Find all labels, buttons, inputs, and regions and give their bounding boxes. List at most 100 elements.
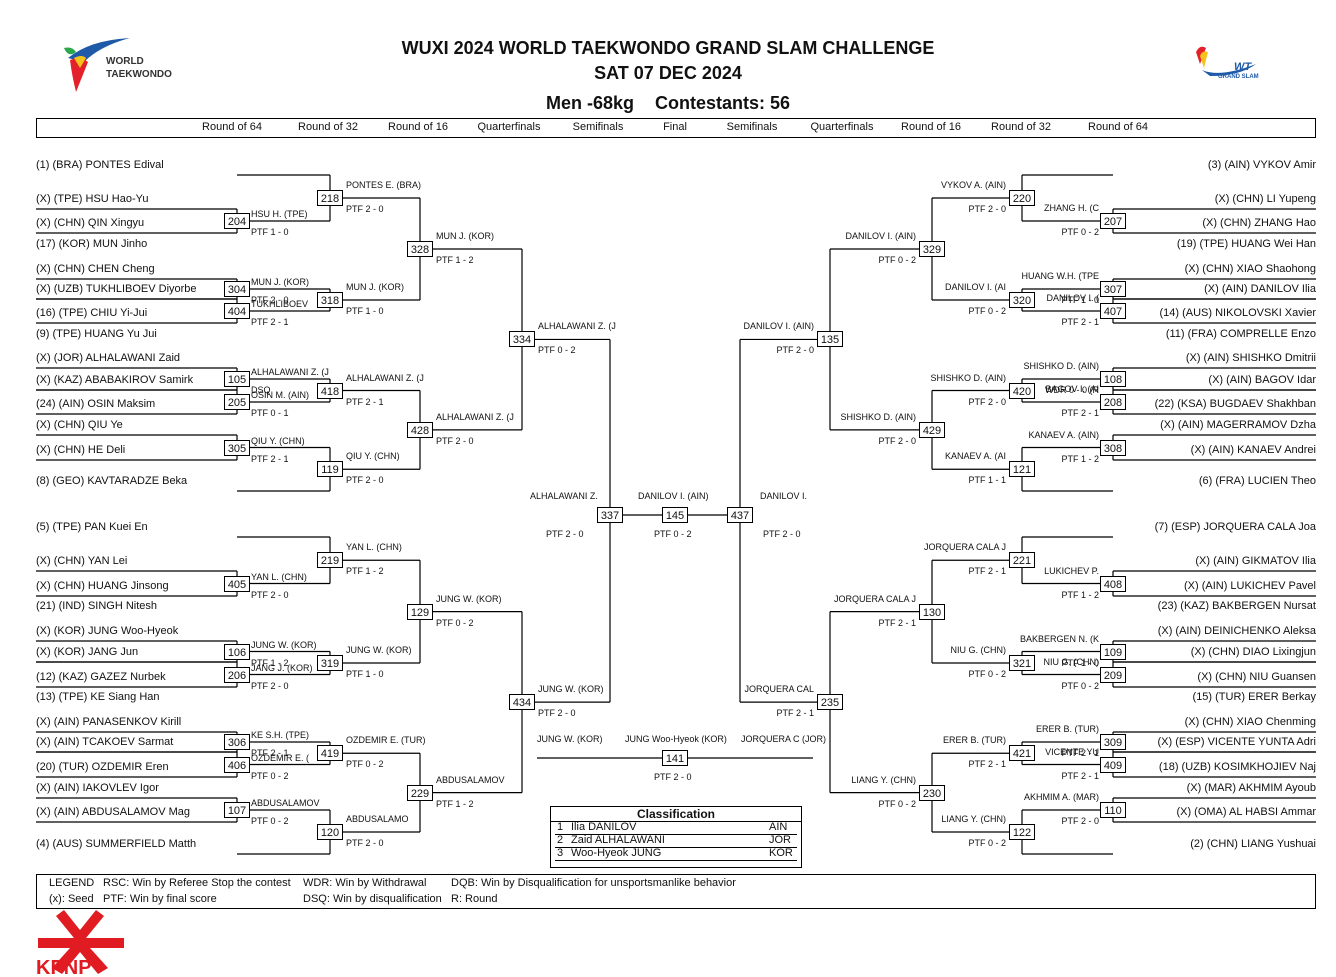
- round-label: Round of 16: [901, 121, 961, 133]
- match-score: WDR 0 - 0 (R: [1045, 385, 1099, 395]
- match-winner: ALHALAWANI Z. (J: [346, 372, 424, 383]
- athlete-name-left: (X) (CHN) CHEN Cheng: [36, 263, 155, 275]
- athlete-name-right: (X) (AIN) LUKICHEV Pavel: [1183, 580, 1316, 592]
- athlete-name-left: (17) (KOR) MUN Jinho: [36, 238, 148, 250]
- match-score: PTF 2 - 1: [251, 453, 289, 464]
- match-number-box: 420: [1009, 382, 1035, 399]
- legend-seed: (x): Seed: [49, 893, 94, 905]
- match-score: PTF 0 - 2: [878, 255, 916, 265]
- bronze-score: PTF 2 - 0: [654, 772, 692, 782]
- match-number-box: 208: [1100, 394, 1126, 410]
- match-score: PTF 2 - 1: [1061, 408, 1099, 418]
- round-label: Final: [663, 121, 687, 133]
- athlete-name-right: (23) (KAZ) BAKBERGEN Nursat: [1157, 600, 1316, 612]
- rank-2-nation: JOR: [769, 834, 791, 846]
- match-number-box: 119: [317, 461, 343, 478]
- athlete-name-right: (X) (AIN) BAGOV Idar: [1208, 374, 1316, 386]
- athlete-name-right: (X) (AIN) SHISHKO Dmitrii: [1185, 352, 1316, 364]
- match-score: PTF 0 - 2: [968, 306, 1006, 316]
- round-label: Semifinals: [726, 121, 778, 133]
- match-score: PTF 0 - 2: [654, 529, 692, 539]
- match-score: PTF 1 - 2: [346, 566, 384, 577]
- round-header-bar: [36, 118, 1316, 138]
- match-number-box: 320: [1009, 292, 1035, 308]
- match-score: PTF 0 - 2: [1061, 680, 1099, 691]
- round-label: Round of 64: [1088, 121, 1148, 133]
- match-number-box: 229: [407, 784, 433, 801]
- athlete-name-right: (X) (AIN) DANILOV Ilia: [1204, 283, 1316, 295]
- world-taekwondo-logo: WORLD TAEKWONDO: [64, 38, 172, 92]
- match-score: PTF 2 - 0: [346, 838, 384, 848]
- rank-1-name: Ilia DANILOV: [571, 821, 637, 833]
- match-number-box: 220: [1009, 190, 1035, 206]
- athlete-name-left: (X) (CHN) HUANG Jinsong: [36, 580, 169, 592]
- athlete-name-left: (12) (KAZ) GAZEZ Nurbek: [36, 671, 166, 683]
- match-score: PTF 2 - 0: [763, 529, 801, 539]
- match-number-box: 429: [919, 421, 945, 438]
- match-number-box: 221: [1009, 552, 1035, 569]
- match-winner: ALHALAWANI Z.: [530, 491, 598, 501]
- match-winner: YAN L. (CHN): [251, 571, 307, 582]
- match-number-box: 109: [1100, 643, 1126, 660]
- athlete-name-left: (X) (AIN) TCAKOEV Sarmat: [36, 736, 174, 748]
- athlete-name-right: (X) (CHN) XIAO Chenming: [1184, 716, 1316, 728]
- athlete-name-left: (X) (KOR) JUNG Woo-Hyeok: [36, 625, 179, 637]
- athlete-name-right: (X) (CHN) ZHANG Hao: [1202, 217, 1316, 229]
- match-winner: MUN J. (KOR): [251, 277, 309, 287]
- athlete-name-right: (X) (AIN) MAGERRAMOV Dzha: [1160, 419, 1316, 431]
- kpnp-text: KPNP: [36, 957, 92, 976]
- match-number-box: 106: [224, 643, 250, 660]
- match-winner: LIANG Y. (CHN): [851, 774, 916, 785]
- match-score: PTF 1 - 2: [1061, 589, 1099, 600]
- rank-2: 2: [557, 834, 564, 846]
- classification-row: 2 Zaid ALHALAWANI JOR: [555, 834, 797, 848]
- match-score: PTF 2 - 0: [346, 204, 384, 214]
- match-winner: KANAEV A. (AI: [944, 451, 1006, 462]
- match-number-box: 434: [509, 694, 535, 711]
- match-winner: AKHMIM A. (MAR): [1023, 792, 1099, 802]
- match-score: PTF 1 - 2: [436, 798, 474, 809]
- match-number-box: 421: [1009, 745, 1035, 762]
- match-number-box: 307: [1100, 281, 1126, 297]
- athlete-name-right: (7) (ESP) JORQUERA CALA Joa: [1154, 521, 1316, 533]
- logo-left-line2: TAEKWONDO: [106, 69, 172, 80]
- match-winner: QIU Y. (CHN): [251, 435, 305, 446]
- match-score: PTF 1 - 0: [251, 227, 289, 237]
- match-winner: JUNG W. (KOR): [346, 645, 412, 655]
- athlete-name-left: (X) (CHN) QIN Xingyu: [36, 217, 145, 229]
- match-winner: HSU H. (TPE): [251, 209, 308, 219]
- match-number-box: 409: [1100, 756, 1126, 773]
- wt-grand-slam-logo: WT GRAND SLAM: [1196, 46, 1259, 80]
- match-winner: JORQUERA CAL: [744, 684, 814, 695]
- athlete-name-right: (X) (AIN) DEINICHENKO Aleksa: [1157, 625, 1316, 637]
- match-winner: SHISHKO D. (AIN): [930, 372, 1006, 383]
- match-score: PTF 2 - 1: [878, 617, 916, 628]
- legend-box: LEGEND RSC: Win by Referee Stop the cont…: [36, 874, 1316, 909]
- match-winner: OZDEMIR E. (TUR): [346, 735, 426, 746]
- round-label: Round of 64: [202, 121, 262, 133]
- round-label: Round of 16: [388, 121, 448, 133]
- match-score: PTF 0 - 2: [251, 770, 289, 781]
- weight-category: Men -68kg: [546, 93, 635, 113]
- round-label: Round of 32: [298, 121, 358, 133]
- athlete-name-left: (X) (CHN) YAN Lei: [36, 555, 128, 567]
- match-score: PTF 0 - 1: [251, 408, 289, 418]
- match-number-box: 309: [1100, 734, 1126, 750]
- athlete-name-right: (3) (AIN) VYKOV Amir: [1207, 159, 1316, 171]
- logo-right-line1: WT: [1234, 61, 1252, 73]
- match-number-box: 328: [407, 241, 433, 257]
- match-score: PTF 2 - 1: [1061, 770, 1099, 781]
- match-winner: VYKOV A. (AIN): [940, 180, 1006, 190]
- match-score: PTF 0 - 2: [1061, 227, 1099, 237]
- athlete-name-left: (X) (UZB) TUKHLIBOEV Diyorbe: [36, 283, 197, 295]
- match-number-box: 408: [1100, 575, 1126, 592]
- match-number-box: 337: [597, 507, 623, 523]
- match-score: PTF 2 - 0: [968, 396, 1006, 407]
- athlete-name-left: (X) (JOR) ALHALAWANI Zaid: [36, 352, 181, 364]
- match-number-box: 130: [919, 603, 945, 620]
- match-number-box: 110: [1100, 802, 1126, 818]
- rank-3-nation: KOR: [769, 847, 793, 859]
- match-number-box: 329: [919, 241, 945, 257]
- match-winner: ABDUSALAMOV: [251, 798, 320, 808]
